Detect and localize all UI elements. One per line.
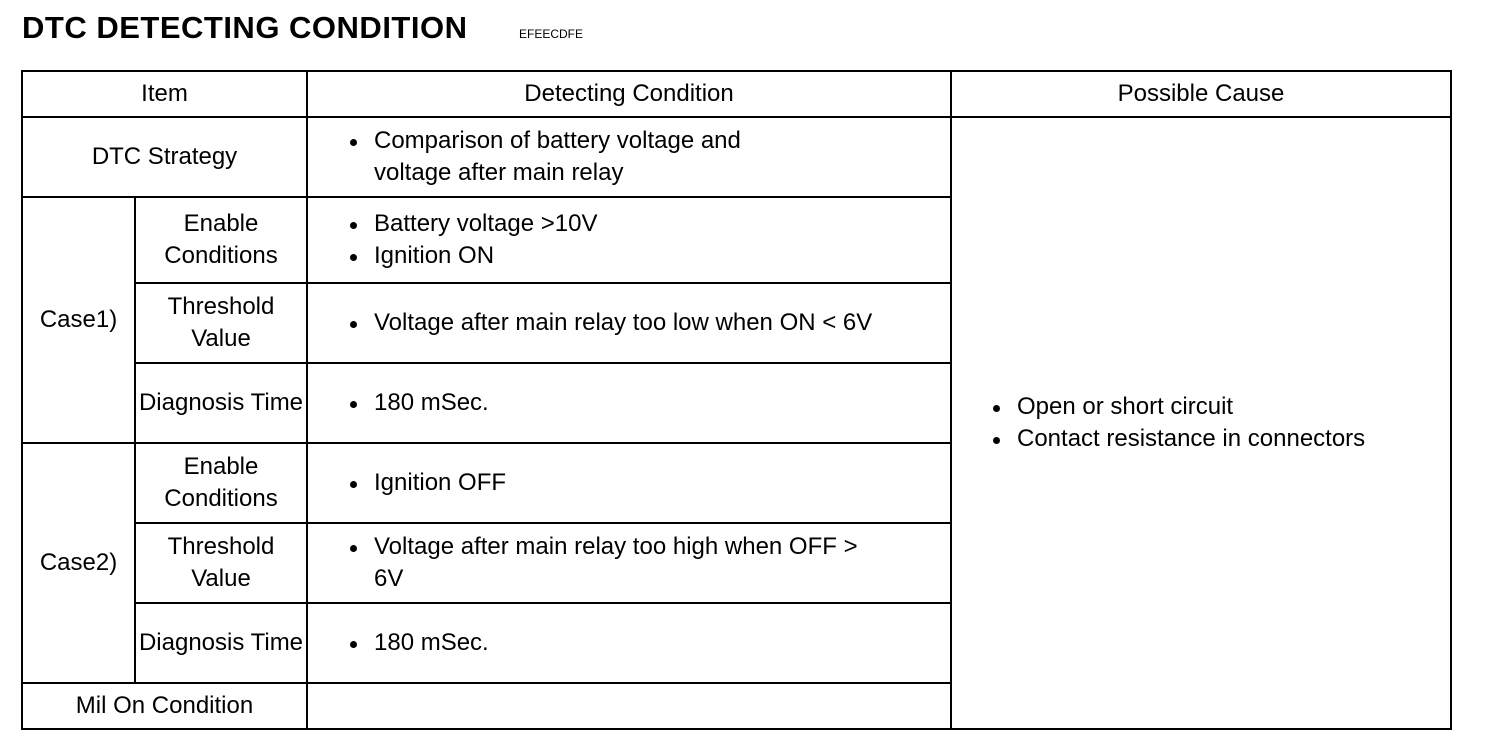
item-enable-conditions: Enable Conditions	[134, 442, 308, 524]
condition-bullet: Battery voltage >10V	[346, 208, 950, 240]
item-diagnosis-time: Diagnosis Time	[134, 602, 308, 684]
document-code: EFEECDFE	[519, 27, 584, 41]
condition-bullet: Ignition OFF	[346, 467, 950, 499]
condition-bullet: Ignition ON	[346, 240, 950, 272]
condition-bullet: Comparison of battery voltage and voltag…	[346, 125, 814, 189]
table-row-case2-threshold: Threshold Value Voltage after main relay…	[22, 522, 1451, 604]
table-row-case1-diagnosis: Diagnosis Time 180 mSec.	[22, 362, 1451, 444]
item-diagnosis-time: Diagnosis Time	[134, 362, 308, 444]
condition-case2-diagnosis: 180 mSec.	[306, 602, 952, 684]
item-threshold-value: Threshold Value	[134, 282, 308, 364]
condition-case1-enable: Battery voltage >10V Ignition ON	[306, 196, 952, 284]
column-header-possible-cause: Possible Cause	[950, 70, 1452, 118]
condition-mil-on	[306, 682, 952, 730]
table-row-dtc-strategy: DTC Strategy Comparison of battery volta…	[21, 116, 1452, 730]
table-row-case2-enable: Case2) Enable Conditions Ignition OFF	[21, 442, 1451, 684]
possible-cause-cell: Open or short circuit Contact resistance…	[950, 116, 1452, 730]
condition-bullet: 180 mSec.	[346, 387, 950, 419]
column-header-detecting-condition: Detecting Condition	[306, 70, 952, 118]
table-row-case2-diagnosis: Diagnosis Time 180 mSec.	[22, 602, 1451, 684]
dtc-table: Item Detecting Condition Possible Cause …	[21, 70, 1452, 730]
condition-dtc-strategy: Comparison of battery voltage and voltag…	[306, 116, 952, 198]
table-row-case1-enable: Case1) Enable Conditions Battery voltage…	[21, 196, 1451, 444]
condition-case2-threshold: Voltage after main relay too high when O…	[306, 522, 952, 604]
case2-label: Case2)	[21, 442, 136, 684]
item-mil-on-condition: Mil On Condition	[21, 682, 308, 730]
condition-bullet: Voltage after main relay too low when ON…	[346, 307, 950, 339]
case1-label: Case1)	[21, 196, 136, 444]
condition-case2-enable: Ignition OFF	[306, 442, 952, 524]
page-title: DTC DETECTING CONDITION	[22, 10, 468, 45]
cause-bullet: Contact resistance in connectors	[989, 423, 1450, 455]
column-header-item: Item	[21, 70, 308, 118]
item-threshold-value: Threshold Value	[134, 522, 308, 604]
condition-bullet: Voltage after main relay too high when O…	[346, 531, 874, 595]
item-enable-conditions: Enable Conditions	[134, 196, 308, 284]
table-header-row: Item Detecting Condition Possible Cause	[21, 70, 1452, 118]
item-dtc-strategy: DTC Strategy	[21, 116, 308, 198]
cause-bullet: Open or short circuit	[989, 391, 1450, 423]
condition-case1-threshold: Voltage after main relay too low when ON…	[306, 282, 952, 364]
condition-bullet: 180 mSec.	[346, 627, 950, 659]
table-row-case1-threshold: Threshold Value Voltage after main relay…	[22, 282, 1451, 364]
table-row-mil-on: Mil On Condition	[21, 682, 1451, 730]
condition-case1-diagnosis: 180 mSec.	[306, 362, 952, 444]
